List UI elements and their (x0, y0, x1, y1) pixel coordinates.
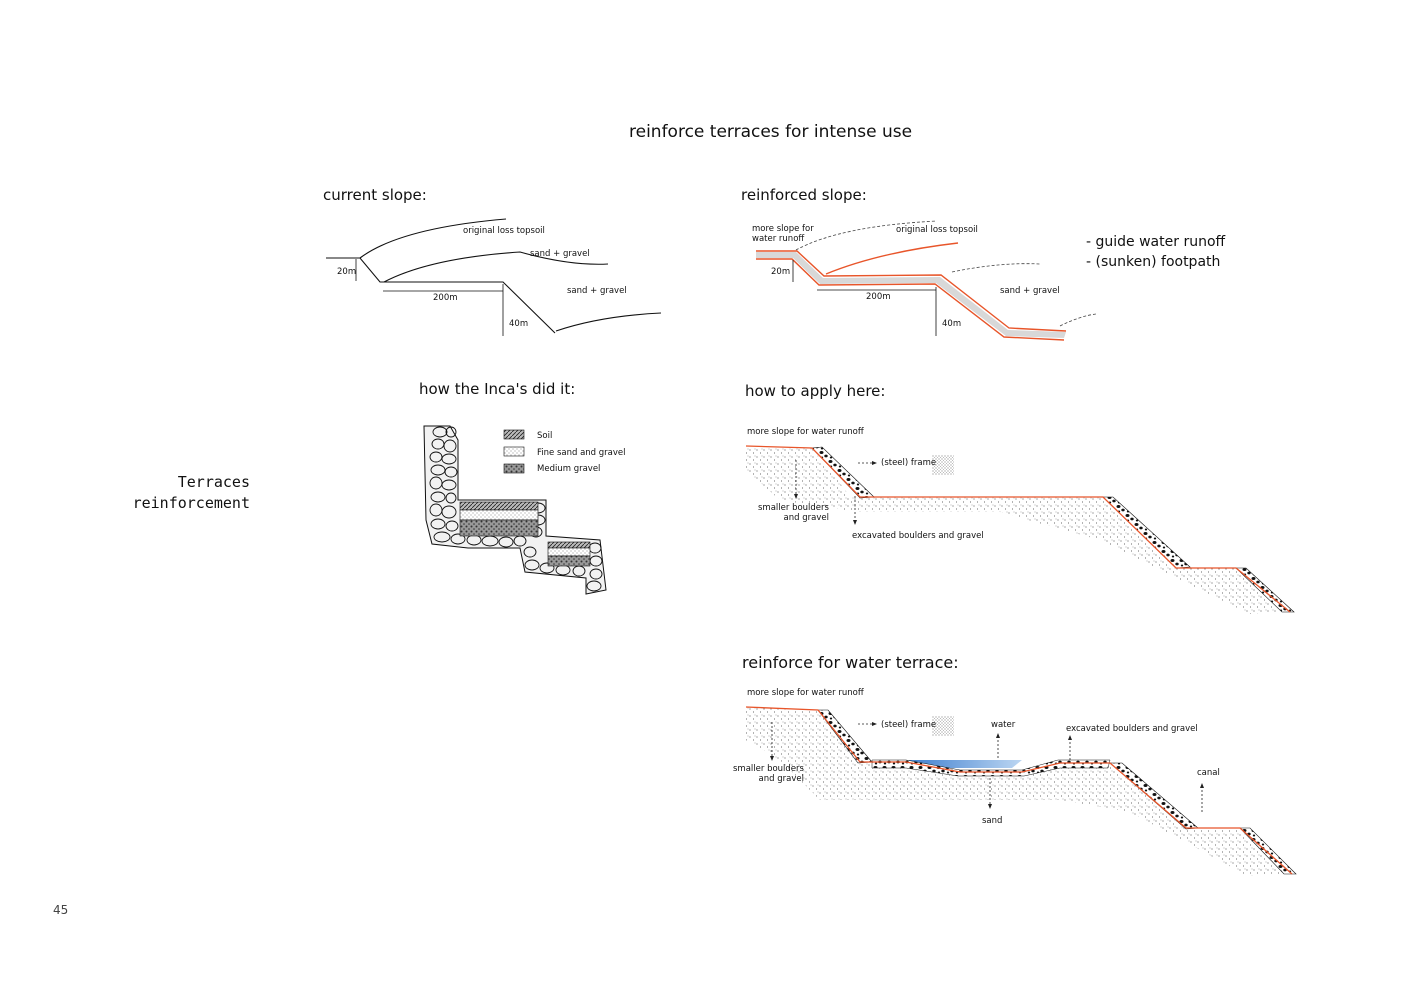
reinforced-notes: - guide water runoff - (sunken) footpath (1086, 232, 1225, 272)
water-boulders-label: smaller boulders and gravel (733, 764, 804, 784)
reinforced-topsoil-label: original loss topsoil (896, 225, 978, 235)
apply-excavated-label: excavated boulders and gravel (852, 531, 984, 541)
legend-label-medium-gravel: Medium gravel (537, 464, 601, 474)
legend-label-fine-sand: Fine sand and gravel (537, 448, 626, 458)
legend-label-soil: Soil (537, 431, 553, 441)
canal-label: canal (1197, 768, 1220, 778)
reinforced-upper-edge (756, 250, 1067, 332)
water-frame-label: (steel) frame (881, 720, 937, 730)
current-slope-topsoil-curve (359, 218, 507, 259)
current-height-1-label: 20m (337, 267, 357, 277)
reinforced-width-label: 200m (866, 292, 891, 302)
side-title-line-2: reinforcement (132, 494, 250, 512)
apply-runoff-label: more slope for water runoff (747, 427, 864, 437)
current-slope-gravel-curve-1 (383, 251, 609, 283)
water-excavated-label: excavated boulders and gravel (1066, 724, 1198, 734)
water-runoff-label: more slope for water runoff (747, 688, 864, 698)
legend-swatch-fine-sand (503, 446, 525, 457)
water-terrace-heading: reinforce for water terrace: (742, 653, 959, 672)
current-width-label: 200m (433, 293, 458, 303)
reinforced-topsoil-curve (825, 242, 959, 275)
current-slope-ground-line (326, 257, 556, 334)
current-sand-gravel-label-1: sand + gravel (530, 249, 590, 259)
current-slope-heading: current slope: (323, 186, 427, 204)
side-title-line-1: Terraces (177, 473, 250, 491)
apply-here-heading: how to apply here: (745, 382, 886, 400)
reinforced-sand-gravel-label: sand + gravel (1000, 286, 1060, 296)
reinforced-height-2-label: 40m (942, 319, 962, 329)
reinforced-slope-heading: reinforced slope: (741, 186, 867, 204)
inca-heading: how the Inca's did it: (419, 380, 576, 398)
page-number: 45 (53, 903, 69, 917)
steel-frame-swatch-water (932, 716, 954, 736)
reinforced-runoff-label: more slope for water runoff (752, 224, 814, 244)
current-sand-gravel-label-2: sand + gravel (567, 286, 627, 296)
note-sunken-footpath: - (sunken) footpath (1086, 254, 1221, 270)
current-height-2-label: 40m (509, 319, 529, 329)
sand-label: sand (982, 816, 1003, 826)
apply-frame-label: (steel) frame (881, 458, 937, 468)
reinforced-height-1-label: 20m (771, 267, 791, 277)
apply-boulders-label: smaller boulders and gravel (758, 503, 829, 523)
section-side-title: Terraces reinforcement (133, 472, 250, 514)
water-label: water (991, 720, 1016, 730)
legend-swatch-soil (503, 429, 525, 440)
steel-frame-swatch-apply (932, 455, 954, 475)
reinforced-lower-edge (756, 258, 1065, 341)
page-title: reinforce terraces for intense use (629, 122, 913, 142)
current-topsoil-label: original loss topsoil (463, 226, 545, 236)
current-slope-gravel-curve-2 (555, 312, 662, 332)
legend-swatch-medium-gravel (503, 463, 525, 474)
note-guide-runoff: - guide water runoff (1086, 234, 1226, 250)
